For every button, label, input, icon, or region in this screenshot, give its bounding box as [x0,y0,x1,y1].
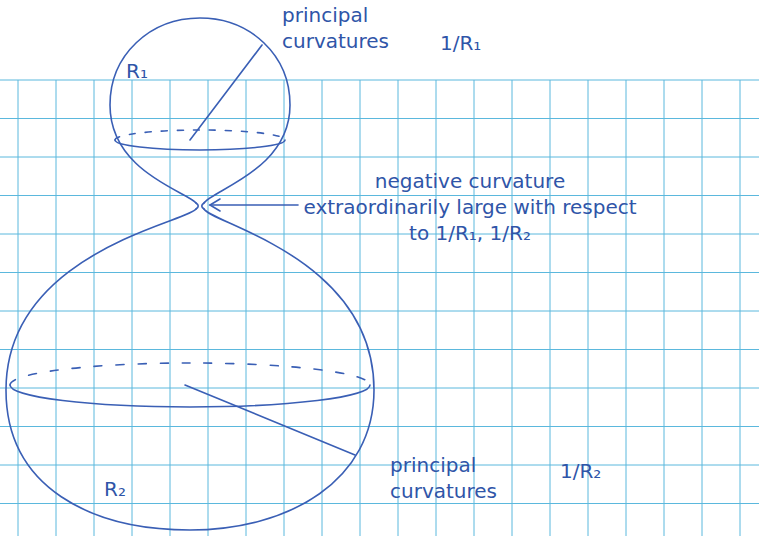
grid-line [0,272,759,273]
callout-text: negative curvature extraordinarily large… [300,168,640,246]
small-sphere-outline [110,18,290,203]
grid-line [740,80,741,536]
grid-line [132,80,133,536]
grid-line [0,349,759,350]
arrow-line [210,204,298,206]
small-equator-front [115,140,285,150]
grid-line [0,157,759,158]
grid-line [170,80,171,536]
small-equator-back [115,130,285,140]
curvature-value: 1/R₁ [440,30,510,56]
grid-line [0,388,759,389]
grid-line [0,234,759,235]
curvature-value: 1/R₂ [560,458,630,484]
grid-line [664,80,665,536]
grid-line [208,80,209,536]
grid-line [0,311,759,312]
large-equator-back [10,363,370,385]
radius-line [185,385,355,455]
large-sphere-outline [6,209,374,530]
grid-line [512,80,513,536]
grid-line [702,80,703,536]
radius-label: R₂ [104,476,144,502]
grid-line [0,118,759,119]
grid-line [0,503,759,504]
grid-line [0,426,759,427]
grid-paper [0,80,759,536]
radius-line [190,45,262,140]
grid-line [56,80,57,536]
grid-line [18,80,19,536]
large-equator-front [10,385,370,407]
radius-label: R₁ [126,58,166,84]
grid-line [284,80,285,536]
grid-line [550,80,551,536]
neck-curve [196,203,198,209]
arrow-head [210,199,220,211]
grid-line [626,80,627,536]
grid-line [0,465,759,466]
grid-line [322,80,323,536]
note-text: principal curvatures [282,2,412,54]
grid-line [94,80,95,536]
neck-curve [202,203,204,209]
grid-line [360,80,361,536]
note-text: principal curvatures [390,452,520,504]
